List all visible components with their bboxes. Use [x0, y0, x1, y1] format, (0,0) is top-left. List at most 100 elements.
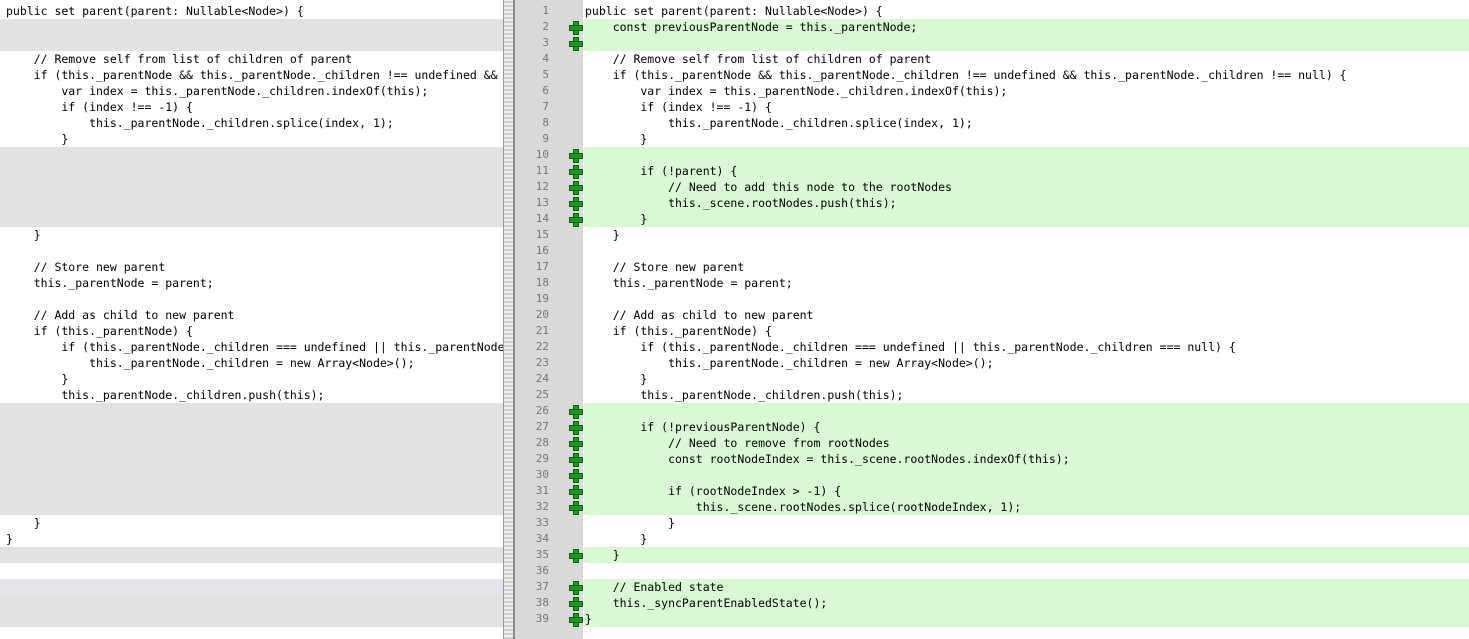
- line-number: 29: [535, 452, 549, 465]
- plus-icon: [568, 500, 583, 515]
- code-text: this._syncParentEnabledState();: [584, 595, 1469, 611]
- left-placeholder-line: [0, 179, 503, 195]
- left-placeholder-line: [0, 35, 503, 51]
- line-number: 5: [542, 68, 549, 81]
- left-code-line: [0, 291, 503, 307]
- code-line: 36: [515, 563, 1469, 579]
- plus-icon: [568, 196, 583, 211]
- line-number: 23: [535, 356, 549, 369]
- pane-splitter[interactable]: [504, 0, 514, 639]
- code-text: if (this._parentNode) {: [585, 324, 772, 338]
- line-number: 24: [535, 372, 549, 385]
- line-number: 12: [535, 180, 549, 193]
- added-line: 39}: [515, 611, 1469, 627]
- added-line: 10: [515, 147, 1469, 163]
- code-text: [584, 291, 1469, 307]
- added-line: 11 if (!parent) {: [515, 163, 1469, 179]
- left-placeholder-line: [0, 211, 503, 227]
- left-code-line: if (this._parentNode._children === undef…: [61, 340, 504, 354]
- code-text: }: [585, 228, 620, 242]
- added-line: 13 this._scene.rootNodes.push(this);: [515, 195, 1469, 211]
- line-number: 20: [535, 308, 549, 321]
- code-text: [584, 403, 1469, 419]
- line-number: 37: [535, 580, 549, 593]
- left-placeholder-line: [0, 611, 503, 627]
- line-number: 10: [535, 148, 549, 161]
- code-text: [584, 243, 1469, 259]
- code-text: }: [585, 516, 676, 530]
- line-number: 26: [535, 404, 549, 417]
- left-code-line: this._parentNode._children = new Array<N…: [6, 356, 415, 370]
- plus-icon: [568, 580, 583, 595]
- code-text: [584, 467, 1469, 483]
- line-number: 39: [535, 612, 549, 625]
- left-placeholder-line: [0, 163, 503, 179]
- left-code-line: [0, 563, 503, 579]
- left-placeholder-line: [0, 419, 503, 435]
- line-number: 36: [535, 564, 549, 577]
- code-text: this._parentNode._children = new Array<N…: [585, 356, 994, 370]
- left-code-line: }: [6, 532, 13, 546]
- code-text: // Need to remove from rootNodes: [584, 435, 1469, 451]
- code-line: 17 // Store new parent: [515, 259, 1469, 275]
- left-placeholder-line: [0, 451, 503, 467]
- line-number: 33: [535, 516, 549, 529]
- added-line: 31 if (rootNodeIndex > -1) {: [515, 483, 1469, 499]
- left-placeholder-line: [0, 435, 503, 451]
- code-line: 7 if (index !== -1) {: [515, 99, 1469, 115]
- added-line: 14 }: [515, 211, 1469, 227]
- plus-icon: [568, 452, 583, 467]
- line-number: 15: [535, 228, 549, 241]
- line-number: 11: [535, 164, 549, 177]
- left-code-line: }: [6, 372, 69, 386]
- code-text: this._parentNode._children.push(this);: [585, 388, 904, 402]
- code-text: }: [584, 547, 1469, 563]
- code-text: this._parentNode = parent;: [585, 276, 793, 290]
- code-text: this._scene.rootNodes.push(this);: [584, 195, 1469, 211]
- added-line: 12 // Need to add this node to the rootN…: [515, 179, 1469, 195]
- left-placeholder-line: [0, 499, 503, 515]
- code-line: 6 var index = this._parentNode._children…: [515, 83, 1469, 99]
- plus-icon: [568, 212, 583, 227]
- left-code-line: if (index !== -1) {: [6, 100, 193, 114]
- line-number: 3: [542, 36, 549, 49]
- left-placeholder-line: [0, 147, 503, 163]
- line-number: 19: [535, 292, 549, 305]
- left-placeholder-line: [0, 547, 503, 563]
- line-number: 9: [542, 132, 549, 145]
- left-diff-pane[interactable]: public set parent(parent: Nullable<Node>…: [0, 0, 504, 639]
- code-text: // Remove self from list of children of …: [585, 52, 932, 66]
- added-line: 35 }: [515, 547, 1469, 563]
- line-number: 34: [535, 532, 549, 545]
- left-code-line: this._parentNode._children.push(this);: [6, 388, 325, 402]
- left-code-line: // Remove self from list of children of …: [6, 52, 353, 66]
- added-line: 27 if (!previousParentNode) {: [515, 419, 1469, 435]
- plus-icon: [568, 164, 583, 179]
- code-line: 21 if (this._parentNode) {: [515, 323, 1469, 339]
- line-number: 30: [535, 468, 549, 481]
- line-number: 7: [542, 100, 549, 113]
- line-number: 28: [535, 436, 549, 449]
- plus-icon: [568, 20, 583, 35]
- code-text: this._scene.rootNodes.splice(rootNodeInd…: [584, 499, 1469, 515]
- left-placeholder-line: [0, 19, 503, 35]
- code-text: if (index !== -1) {: [585, 100, 772, 114]
- code-text: }: [584, 211, 1469, 227]
- plus-icon: [568, 612, 583, 627]
- left-placeholder-line: [0, 195, 503, 211]
- added-line: 28 // Need to remove from rootNodes: [515, 435, 1469, 451]
- code-text: // Store new parent: [585, 260, 745, 274]
- code-line: 25 this._parentNode._children.push(this)…: [515, 387, 1469, 403]
- code-text: if (!previousParentNode) {: [584, 419, 1469, 435]
- code-text: if (rootNodeIndex > -1) {: [584, 483, 1469, 499]
- code-text: [584, 147, 1469, 163]
- code-text: [584, 563, 1469, 579]
- left-code-line: this._parentNode = parent;: [6, 276, 214, 290]
- code-text: if (!parent) {: [584, 163, 1469, 179]
- plus-icon: [568, 36, 583, 51]
- code-line: 20 // Add as child to new parent: [515, 307, 1469, 323]
- left-placeholder-line: [0, 579, 503, 595]
- code-text: }: [585, 532, 648, 546]
- code-line: 23 this._parentNode._children = new Arra…: [515, 355, 1469, 371]
